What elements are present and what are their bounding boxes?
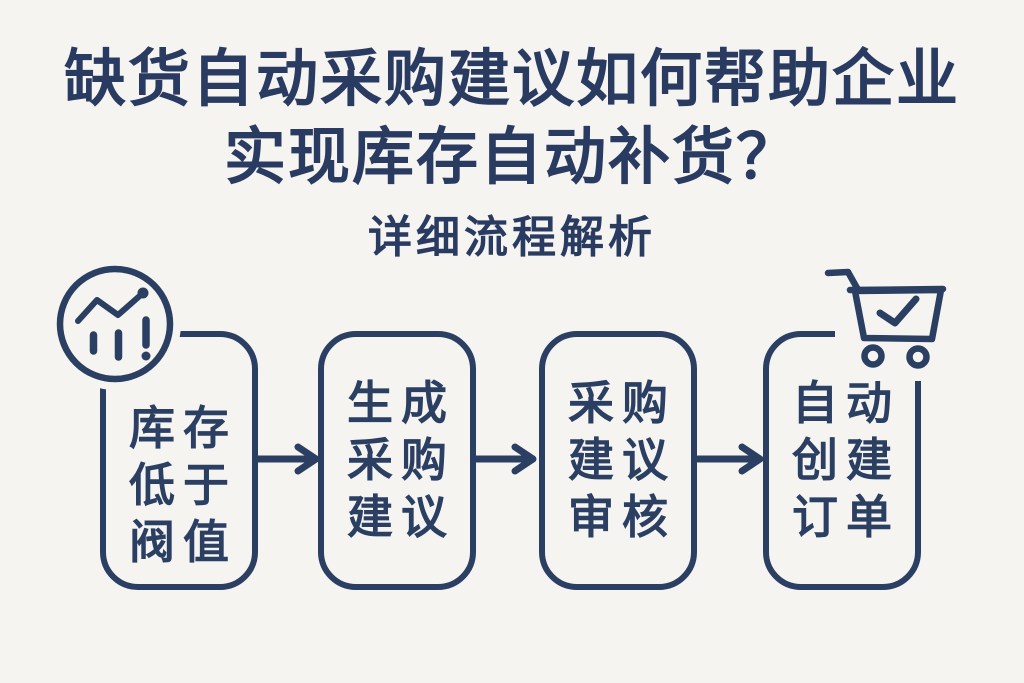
step-label: 生成 采购 建议 bbox=[324, 337, 470, 584]
title-line-1: 缺货自动采购建议如何帮助企业 bbox=[63, 42, 960, 115]
step-label-line: 订单 bbox=[792, 490, 900, 544]
subtitle: 详细流程解析 bbox=[368, 212, 656, 263]
title-line-2: 实现库存自动补货？ bbox=[223, 120, 800, 193]
step-label-line: 采购 bbox=[568, 376, 676, 430]
step-label-line: 采购 bbox=[347, 433, 455, 487]
step-label-line: 创建 bbox=[792, 433, 900, 487]
cart-check-icon bbox=[824, 268, 948, 381]
step-label-line: 库存 bbox=[129, 401, 237, 455]
right-arrow-icon bbox=[694, 443, 764, 475]
step-label-line: 建议 bbox=[568, 433, 676, 487]
step-label-line: 自动 bbox=[792, 376, 900, 430]
step-label: 库存 低于 阀值 bbox=[106, 337, 252, 584]
right-arrow-icon bbox=[254, 443, 320, 475]
step-label-line: 低于 bbox=[129, 458, 237, 512]
step-box-generate-purchase-suggestion: 生成 采购 建议 bbox=[318, 331, 476, 590]
page-title: 缺货自动采购建议如何帮助企业 实现库存自动补货？ bbox=[0, 40, 1024, 196]
step-label: 采购 建议 审核 bbox=[545, 337, 691, 584]
step-box-purchase-suggestion-review: 采购 建议 审核 bbox=[539, 331, 697, 590]
trend-alert-icon bbox=[49, 258, 181, 390]
step-label-line: 审核 bbox=[568, 490, 676, 544]
right-arrow-icon bbox=[471, 443, 537, 475]
step-label-line: 生成 bbox=[347, 376, 455, 430]
step-label-line: 阀值 bbox=[129, 515, 237, 569]
step-label: 自动 创建 订单 bbox=[769, 337, 915, 584]
step-label-line: 建议 bbox=[347, 490, 455, 544]
